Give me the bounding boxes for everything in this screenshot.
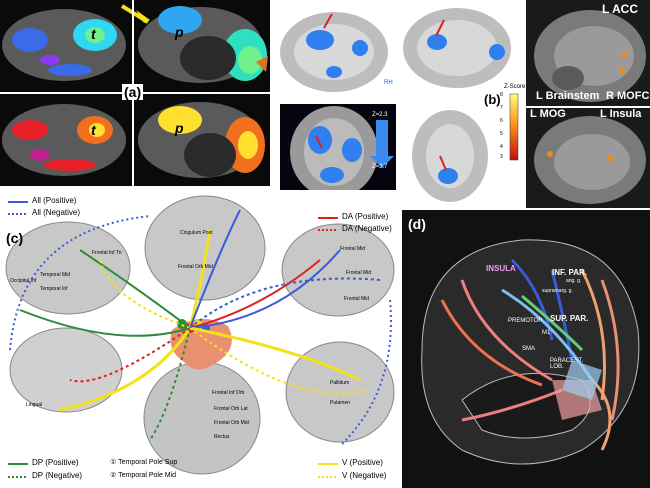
panel-c-network <box>5 195 395 478</box>
rh-label: RH <box>384 80 393 86</box>
l-brainstem-label: L Brainstem <box>536 90 600 102</box>
l-insula-label: L Insula <box>600 108 642 120</box>
region-label: Frontal Inf Orb <box>212 390 245 396</box>
region-label: Frontal Inf Tri <box>92 250 122 256</box>
marker-t-top: t <box>91 26 96 42</box>
marker-p-top: p <box>175 24 184 40</box>
region-label: Lingual <box>26 402 43 408</box>
region-label: Cingulum Post <box>180 230 213 236</box>
panel-b-brains <box>278 0 650 208</box>
region-label: Frontal Orb Lat <box>214 406 248 412</box>
fmri-axial-2 <box>412 110 488 202</box>
r-mofc-label: R MOFC <box>606 90 650 102</box>
region-supramarg: supramarg. g. <box>542 288 573 294</box>
region-label: Frontal Orb Mid <box>214 420 249 426</box>
marker-p-bottom: p <box>175 120 184 136</box>
region-sma: SMA <box>522 346 536 352</box>
region-label: Temporal Mid <box>40 272 71 278</box>
zscore-tick: 7 <box>500 105 503 111</box>
brain-medial-bottom <box>138 102 265 178</box>
panel-b-label: (b) <box>484 92 501 107</box>
region-label: Putamen <box>330 400 351 406</box>
zscore-tick: 8 <box>500 92 503 98</box>
mri-sagittal-mog <box>526 108 650 208</box>
zscore-ticks: 8 7 6 5 4 3 <box>500 92 510 160</box>
panel-b: RH LH Z=2.3 Z=3.7 Z-Score 8 7 6 5 4 3 (b… <box>272 0 650 208</box>
legend-all-neg: All (Negative) <box>32 208 81 217</box>
region-label: Pallidum <box>330 380 350 386</box>
legend-dp-neg: DP (Negative) <box>32 471 83 480</box>
panel-d-label: (d) <box>408 216 426 232</box>
legend-v-pos: V (Positive) <box>342 458 383 467</box>
region-ang-g: ang. g. <box>566 278 582 284</box>
fmri-sagittal-rh <box>278 2 396 100</box>
brain-lateral-bottom <box>2 104 126 176</box>
region-insula: INSULA <box>486 264 516 273</box>
panel-d: (d) INSULA INF. PAR. ang. g. supramarg. … <box>402 210 650 488</box>
z-lower-label: Z=3.7 <box>372 164 388 170</box>
region-paracent: PARACENT. LOB. <box>550 358 584 370</box>
marker-t-bottom: t <box>91 122 96 138</box>
region-label: Frontal Orb Mid <box>178 264 213 270</box>
panel-c: All (Positive) All (Negative) DA (Positi… <box>0 190 400 488</box>
fmri-sagittal-2 <box>403 8 511 88</box>
region-label: Frontal Mid <box>346 270 372 276</box>
z-upper-label: Z=2.3 <box>372 112 388 118</box>
legend-dp-pos: DP (Positive) <box>32 458 79 467</box>
zscore-tick: 5 <box>500 131 503 137</box>
legend-da-pos: DA (Positive) <box>342 212 389 221</box>
zscore-tick: 3 <box>500 154 503 160</box>
zscore-title: Z-Score <box>504 84 526 90</box>
panel-a-label: (a) <box>122 84 144 100</box>
divider <box>0 186 272 190</box>
region-label: Occipital Inf <box>10 278 37 284</box>
panel-c-label: (c) <box>6 230 24 246</box>
region-label: Frontal Mid <box>344 296 370 302</box>
l-mog-label: L MOG <box>530 108 566 120</box>
region-label: Temporal Inf <box>40 286 68 292</box>
panel-a: t p t p (a) <box>0 0 270 186</box>
legend-all-pos: All (Positive) <box>32 196 77 205</box>
brain-medial-top <box>120 4 268 83</box>
legend-v-neg: V (Negative) <box>342 471 387 480</box>
region-label: Frontal Mid <box>340 246 366 252</box>
brain-lateral-top <box>2 9 126 81</box>
l-acc-label: L ACC <box>602 2 638 16</box>
legend-tp-mid: ② Temporal Pole Mid <box>110 472 177 479</box>
legend-tp-sup: ① Temporal Pole Sup <box>110 459 178 466</box>
region-label: Rectus <box>214 434 230 440</box>
mri-sagittal-acc <box>526 0 650 106</box>
panel-d-brain <box>421 239 640 465</box>
fmri-axial-lh <box>280 104 396 204</box>
legend-da-neg: DA (Negative) <box>342 224 392 233</box>
region-sup-par: SUP. PAR. <box>550 314 589 323</box>
region-premotor: PREMOTOR <box>508 318 543 324</box>
panel-a-brains <box>0 0 270 186</box>
zscore-tick: 4 <box>500 144 503 150</box>
region-m1: M1 <box>542 330 551 336</box>
region-inf-par: INF. PAR. <box>552 268 587 277</box>
zscore-tick: 6 <box>500 118 503 124</box>
